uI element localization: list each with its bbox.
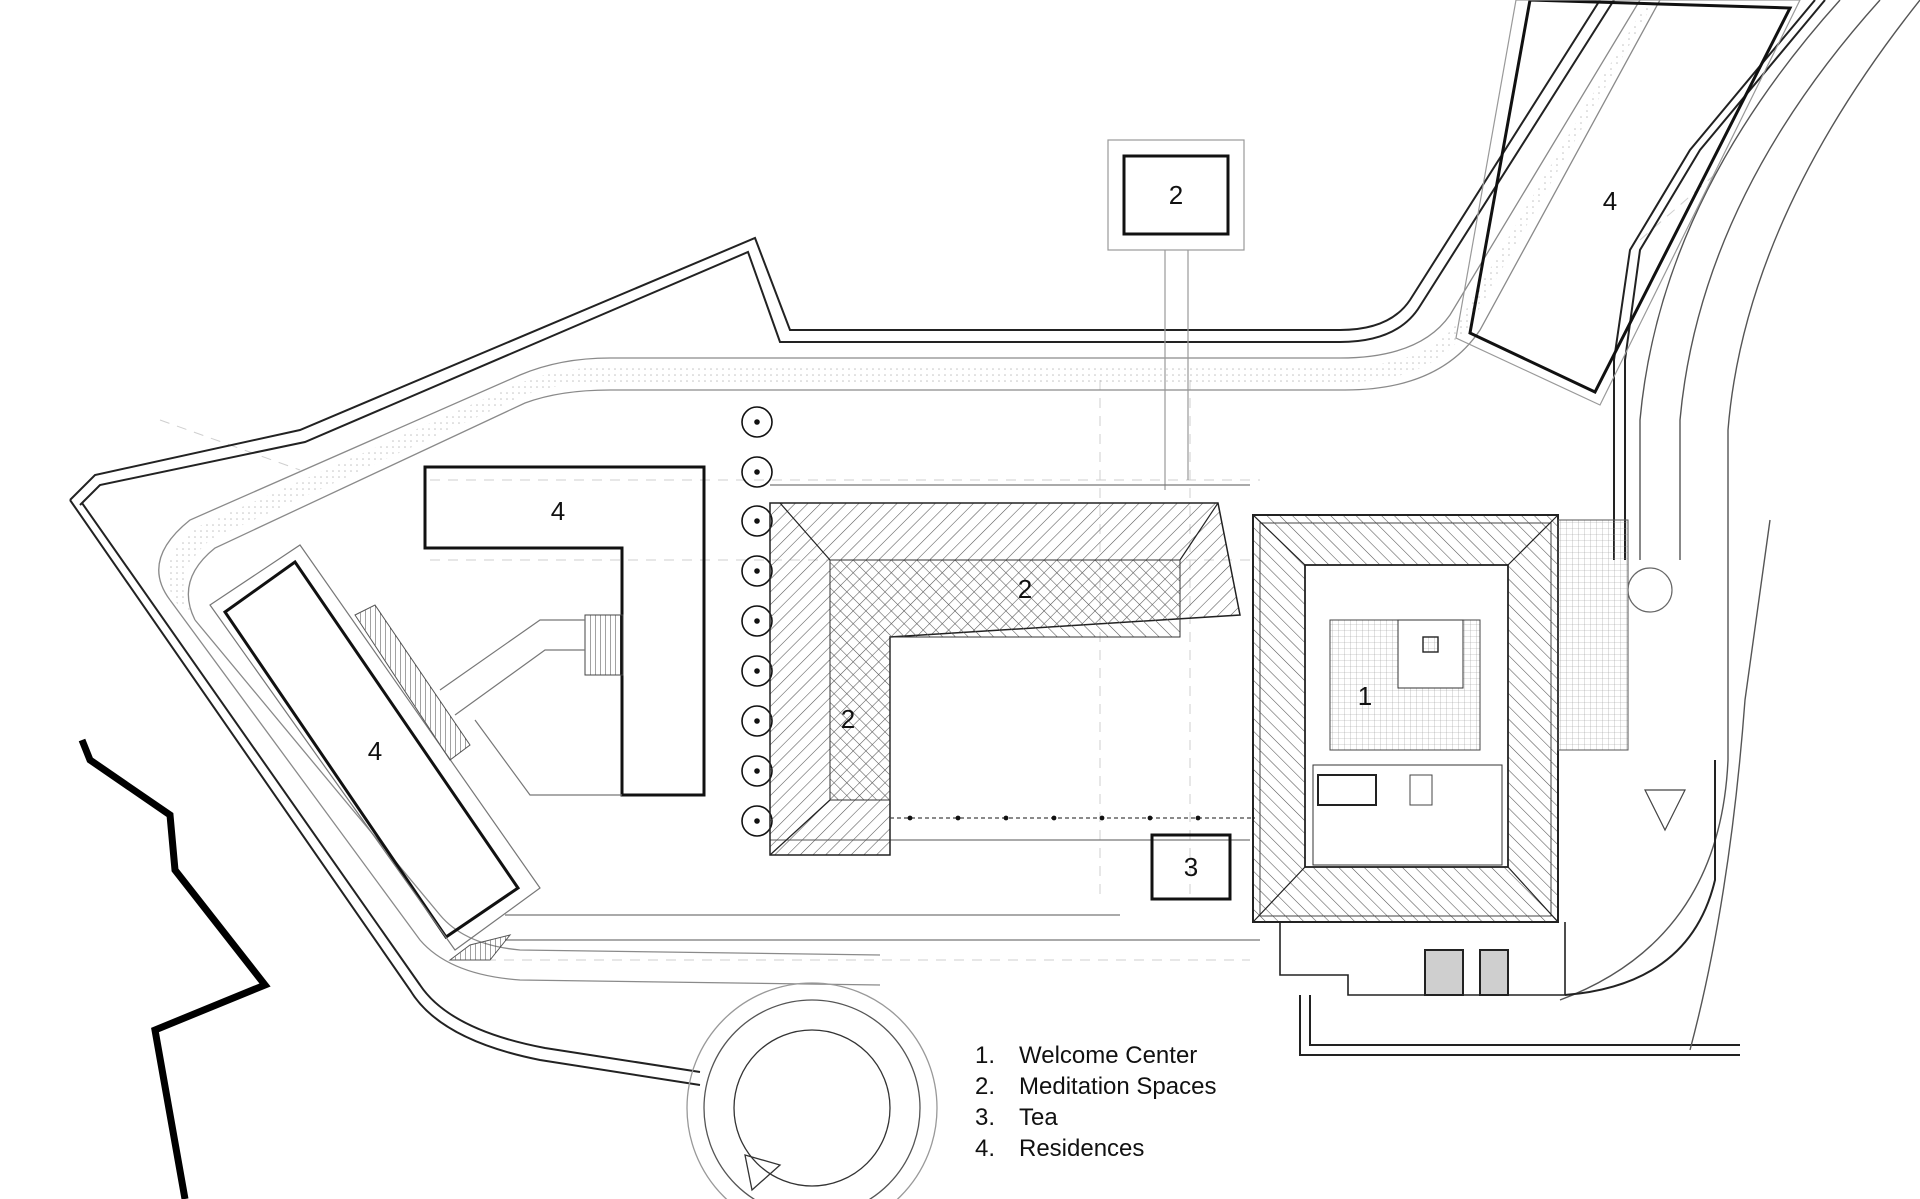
site-boundary (69, 0, 1826, 1086)
legend-number: 1. (975, 1042, 996, 1069)
legend: 1. Welcome Center 2. Meditation Spaces 3. T… (975, 1040, 1216, 1164)
label-meditation-main: 2 (1018, 574, 1032, 604)
tea-house: 3 (1150, 833, 1232, 901)
legend-number: 4. (975, 1135, 996, 1162)
legend-item: 3. Tea (975, 1102, 1216, 1133)
label-welcome-center: 1 (1358, 681, 1372, 711)
legend-label: Welcome Center (1019, 1042, 1198, 1069)
label-residences-l-block: 4 (551, 496, 565, 526)
residences-west: 4 (209, 544, 541, 961)
label-residences-west: 4 (368, 736, 382, 766)
tree-row (741, 406, 773, 837)
legend-item: 1. Welcome Center (975, 1040, 1216, 1071)
drop-off-roundabout (686, 982, 938, 1199)
residences-northeast: 4 (1455, 0, 1801, 406)
meditation-hall-main: 2 2 (769, 502, 1241, 856)
walkways (439, 484, 1260, 941)
legend-item: 2. Meditation Spaces (975, 1071, 1216, 1102)
cliff-edge (78, 738, 271, 1199)
service-annex (1279, 760, 1716, 996)
legend-label: Residences (1019, 1135, 1145, 1162)
access-road (158, 0, 1661, 986)
legend-label: Tea (1019, 1104, 1058, 1131)
legend-number: 2. (975, 1073, 996, 1100)
east-road (1559, 0, 1920, 1051)
legend-label: Meditation Spaces (1019, 1073, 1217, 1100)
welcome-center: 1 (1252, 514, 1559, 923)
meditation-pavilion-north: 2 (1107, 139, 1245, 490)
legend-item: 4. Residences (975, 1133, 1216, 1164)
entry-plaza (1557, 519, 1686, 832)
label-residences-northeast: 4 (1603, 186, 1617, 216)
label-meditation-west-wing: 2 (841, 704, 855, 734)
label-tea: 3 (1184, 852, 1198, 882)
colonnade (890, 815, 1255, 821)
legend-number: 3. (975, 1104, 996, 1131)
label-meditation-north: 2 (1169, 180, 1183, 210)
